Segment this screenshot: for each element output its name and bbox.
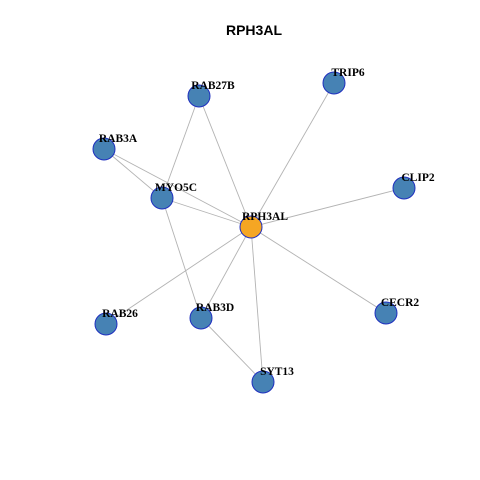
node-rab3a: RAB3A [92,133,138,161]
node-circle [251,370,275,394]
node-cecr2: CECR2 [374,297,420,325]
node-rph3al: RPH3AL [239,211,288,239]
node-circle [94,312,118,336]
node-label: MYO5C [155,182,197,194]
node-rab3d: RAB3D [189,302,234,330]
edge-myo5c-rab3a [103,148,163,199]
edge-rph3al-trip6 [250,82,335,228]
node-trip6: TRIP6 [322,67,365,95]
edge-rph3al-rab3a [103,148,252,228]
edge-rab3d-syt13 [200,317,264,383]
node-rab26: RAB26 [94,308,138,336]
edge-rph3al-cecr2 [250,226,387,314]
edge-rph3al-clip2 [250,187,405,228]
node-clip2: CLIP2 [392,172,435,200]
edge-rph3al-myo5c [161,197,252,228]
edge-rph3al-syt13 [250,226,264,383]
node-label: RAB3A [99,133,138,145]
node-label: CLIP2 [401,172,434,184]
edge-myo5c-rab3d [161,197,202,319]
node-circle [189,306,213,330]
node-circle [374,301,398,325]
diagram-title: RPH3AL [226,22,282,38]
node-label: RPH3AL [242,211,288,223]
node-label: CECR2 [381,297,420,309]
edge-rph3al-rab26 [105,226,252,325]
node-myo5c: MYO5C [150,182,197,210]
node-rab27b: RAB27B [187,80,235,108]
edge-layer [103,82,405,383]
edge-rph3al-rab27b [198,95,252,228]
node-label: TRIP6 [331,67,364,79]
node-circle [92,137,116,161]
edge-myo5c-rab27b [161,95,200,199]
node-label: RAB27B [191,80,235,92]
node-syt13: SYT13 [251,366,294,394]
node-circle [187,84,211,108]
node-circle [239,215,263,239]
node-circle [150,186,174,210]
node-label: RAB26 [102,308,138,320]
node-circle [322,71,346,95]
node-circle [392,176,416,200]
node-label: RAB3D [196,302,234,314]
node-label: SYT13 [260,366,294,378]
edge-rph3al-rab3d [200,226,252,319]
